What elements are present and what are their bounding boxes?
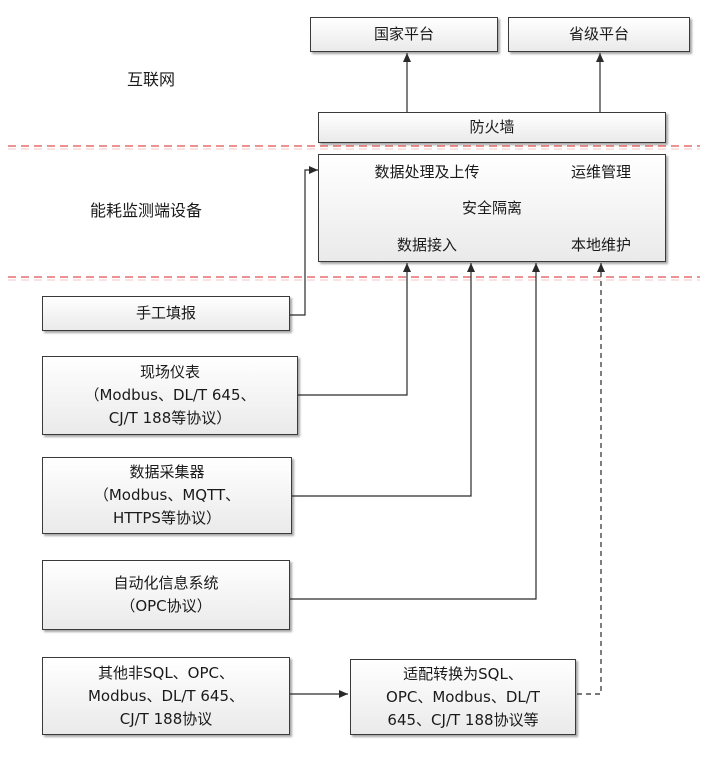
zone-label-internet: 互联网 xyxy=(127,70,176,89)
field-meter-box: 现场仪表 （Modbus、DL/T 645、 CJ/T 188等协议） xyxy=(42,356,298,435)
collector-to-access xyxy=(292,263,475,497)
automation-system-title: 自动化信息系统 xyxy=(113,574,219,592)
field-meter-protocols-1: （Modbus、DL/T 645、 xyxy=(84,386,256,404)
other-protocols-line-1: 其他非SQL、OPC、 xyxy=(97,663,234,682)
automation-to-device xyxy=(290,263,540,600)
field-meter-title: 现场仪表 xyxy=(139,363,200,381)
ops-management-cell: 运维管理 xyxy=(570,163,631,181)
zone-label-device: 能耗监测端设备 xyxy=(90,201,203,220)
other-protocols-line-3: CJ/T 188协议 xyxy=(119,709,213,728)
firewall-label: 防火墙 xyxy=(469,118,515,136)
automation-system-protocol: （OPC协议） xyxy=(120,597,212,615)
meter-to-access xyxy=(298,263,411,396)
adapter-to-local-maint xyxy=(577,263,605,695)
data-collector-protocols-1: （Modbus、MQTT、 xyxy=(93,486,241,504)
adapter-line-1: 适配转换为SQL、 xyxy=(403,664,523,683)
local-maintenance-cell: 本地维护 xyxy=(570,235,631,254)
provincial-platform-label: 省级平台 xyxy=(568,25,629,43)
field-meter-protocols-2: CJ/T 188等协议） xyxy=(108,409,232,427)
data-collector-title: 数据采集器 xyxy=(129,463,205,481)
national-platform-box: 国家平台 xyxy=(310,17,498,52)
adapter-line-2: OPC、Modbus、DL/T xyxy=(386,687,540,706)
device-block xyxy=(318,154,666,262)
adapter-line-3: 645、CJ/T 188协议等 xyxy=(387,710,539,729)
data-access-cell: 数据接入 xyxy=(396,235,457,254)
manual-entry-label: 手工填报 xyxy=(135,304,196,322)
data-upload-cell: 数据处理及上传 xyxy=(374,163,480,181)
adapter-box: 适配转换为SQL、 OPC、Modbus、DL/T 645、CJ/T 188协议… xyxy=(350,659,576,735)
automation-system-box: 自动化信息系统 （OPC协议） xyxy=(42,560,290,630)
manual-entry-box: 手工填报 xyxy=(42,296,290,331)
other-protocols-box: 其他非SQL、OPC、 Modbus、DL/T 645、 CJ/T 188协议 xyxy=(42,657,290,735)
other-protocols-line-2: Modbus、DL/T 645、 xyxy=(87,686,244,705)
data-collector-box: 数据采集器 （Modbus、MQTT、 HTTPS等协议） xyxy=(42,457,292,534)
manual-to-upload xyxy=(290,166,318,316)
security-isolation-cell: 安全隔离 xyxy=(461,199,522,217)
provincial-platform-box: 省级平台 xyxy=(508,17,690,52)
national-platform-label: 国家平台 xyxy=(373,25,434,43)
firewall-box: 防火墙 xyxy=(318,112,666,143)
data-collector-protocols-2: HTTPS等协议） xyxy=(113,509,221,527)
